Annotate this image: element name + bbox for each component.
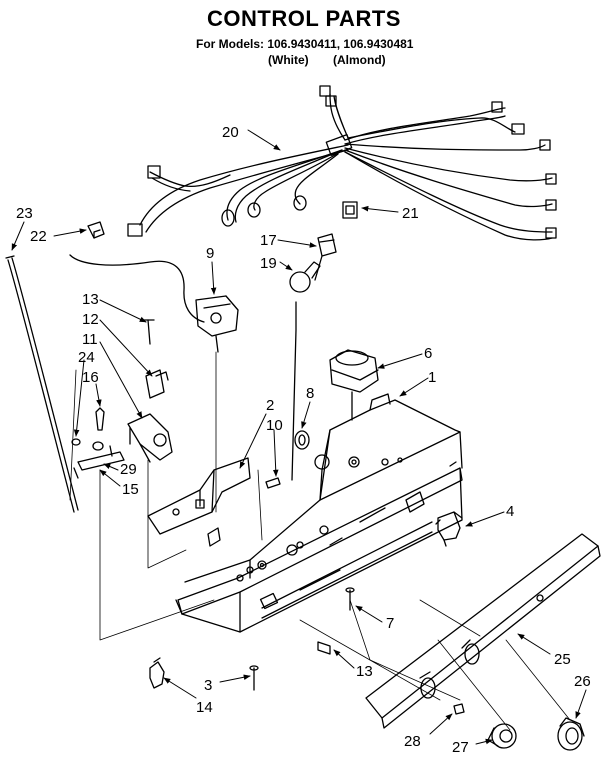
switch-assembly-parts-11-12-13: [127, 319, 173, 463]
screw-part-3: [249, 665, 259, 691]
callout-13-lower: 13: [356, 663, 373, 680]
knob-part-26: [557, 717, 585, 751]
callout-4: 4: [506, 503, 514, 520]
screw-part-7: [345, 587, 355, 611]
model-numbers: For Models: 106.9430411, 106.9430481: [196, 37, 414, 51]
callout-29: 29: [120, 461, 137, 478]
variant-white-label: (White): [268, 53, 309, 67]
callout-26: 26: [574, 673, 591, 690]
callout-14: 14: [196, 699, 213, 716]
rod-part-23: [5, 255, 79, 513]
callout-8: 8: [306, 385, 314, 402]
page-title: CONTROL PARTS: [207, 6, 401, 31]
callout-9: 9: [206, 245, 214, 262]
control-housing-part-1: [175, 393, 463, 633]
wire-harness-part: [127, 85, 557, 241]
screw-part-13-lower: [317, 641, 331, 655]
grommet-part-8: [294, 430, 310, 450]
screw-part-10: [265, 477, 281, 489]
callout-12: 12: [82, 311, 99, 328]
callout-23: 23: [16, 205, 33, 222]
reference-lines: [69, 351, 571, 731]
callout-28: 28: [404, 733, 421, 750]
callout-3: 3: [204, 677, 212, 694]
trim-part-28: [453, 703, 465, 715]
knob-part-27: [487, 723, 517, 749]
switch-part-4: [435, 511, 463, 547]
callout-16: 16: [82, 369, 99, 386]
callout-6: 6: [424, 345, 432, 362]
callout-20: 20: [222, 124, 239, 141]
clip-part-22: [87, 221, 105, 239]
variant-almond-label: (Almond): [333, 53, 386, 67]
clip-part-14: [149, 657, 165, 689]
leader-arrows: [11, 129, 587, 745]
callout-27: 27: [452, 739, 469, 756]
callout-7: 7: [386, 615, 394, 632]
control-panel-part-25: [365, 533, 601, 729]
link-assembly-parts-15-16-24-29: [71, 407, 125, 479]
callout-19: 19: [260, 255, 277, 272]
lamp-socket-and-bulb: [289, 233, 337, 481]
callout-11: 11: [82, 331, 98, 348]
damper-control-part-6: [329, 349, 379, 421]
callout-15: 15: [122, 481, 139, 498]
callout-2: 2: [266, 397, 274, 414]
callout-21: 21: [402, 205, 419, 222]
callout-22: 22: [30, 228, 47, 245]
callout-17: 17: [260, 232, 277, 249]
callout-25: 25: [554, 651, 571, 668]
callout-10: 10: [266, 417, 283, 434]
temperature-control-part-9: [69, 254, 239, 353]
bracket-part-2: [147, 457, 251, 535]
callout-1: 1: [428, 369, 436, 386]
callout-24: 24: [78, 349, 95, 366]
connector-part-21: [342, 201, 358, 219]
callout-13: 13: [82, 291, 99, 308]
